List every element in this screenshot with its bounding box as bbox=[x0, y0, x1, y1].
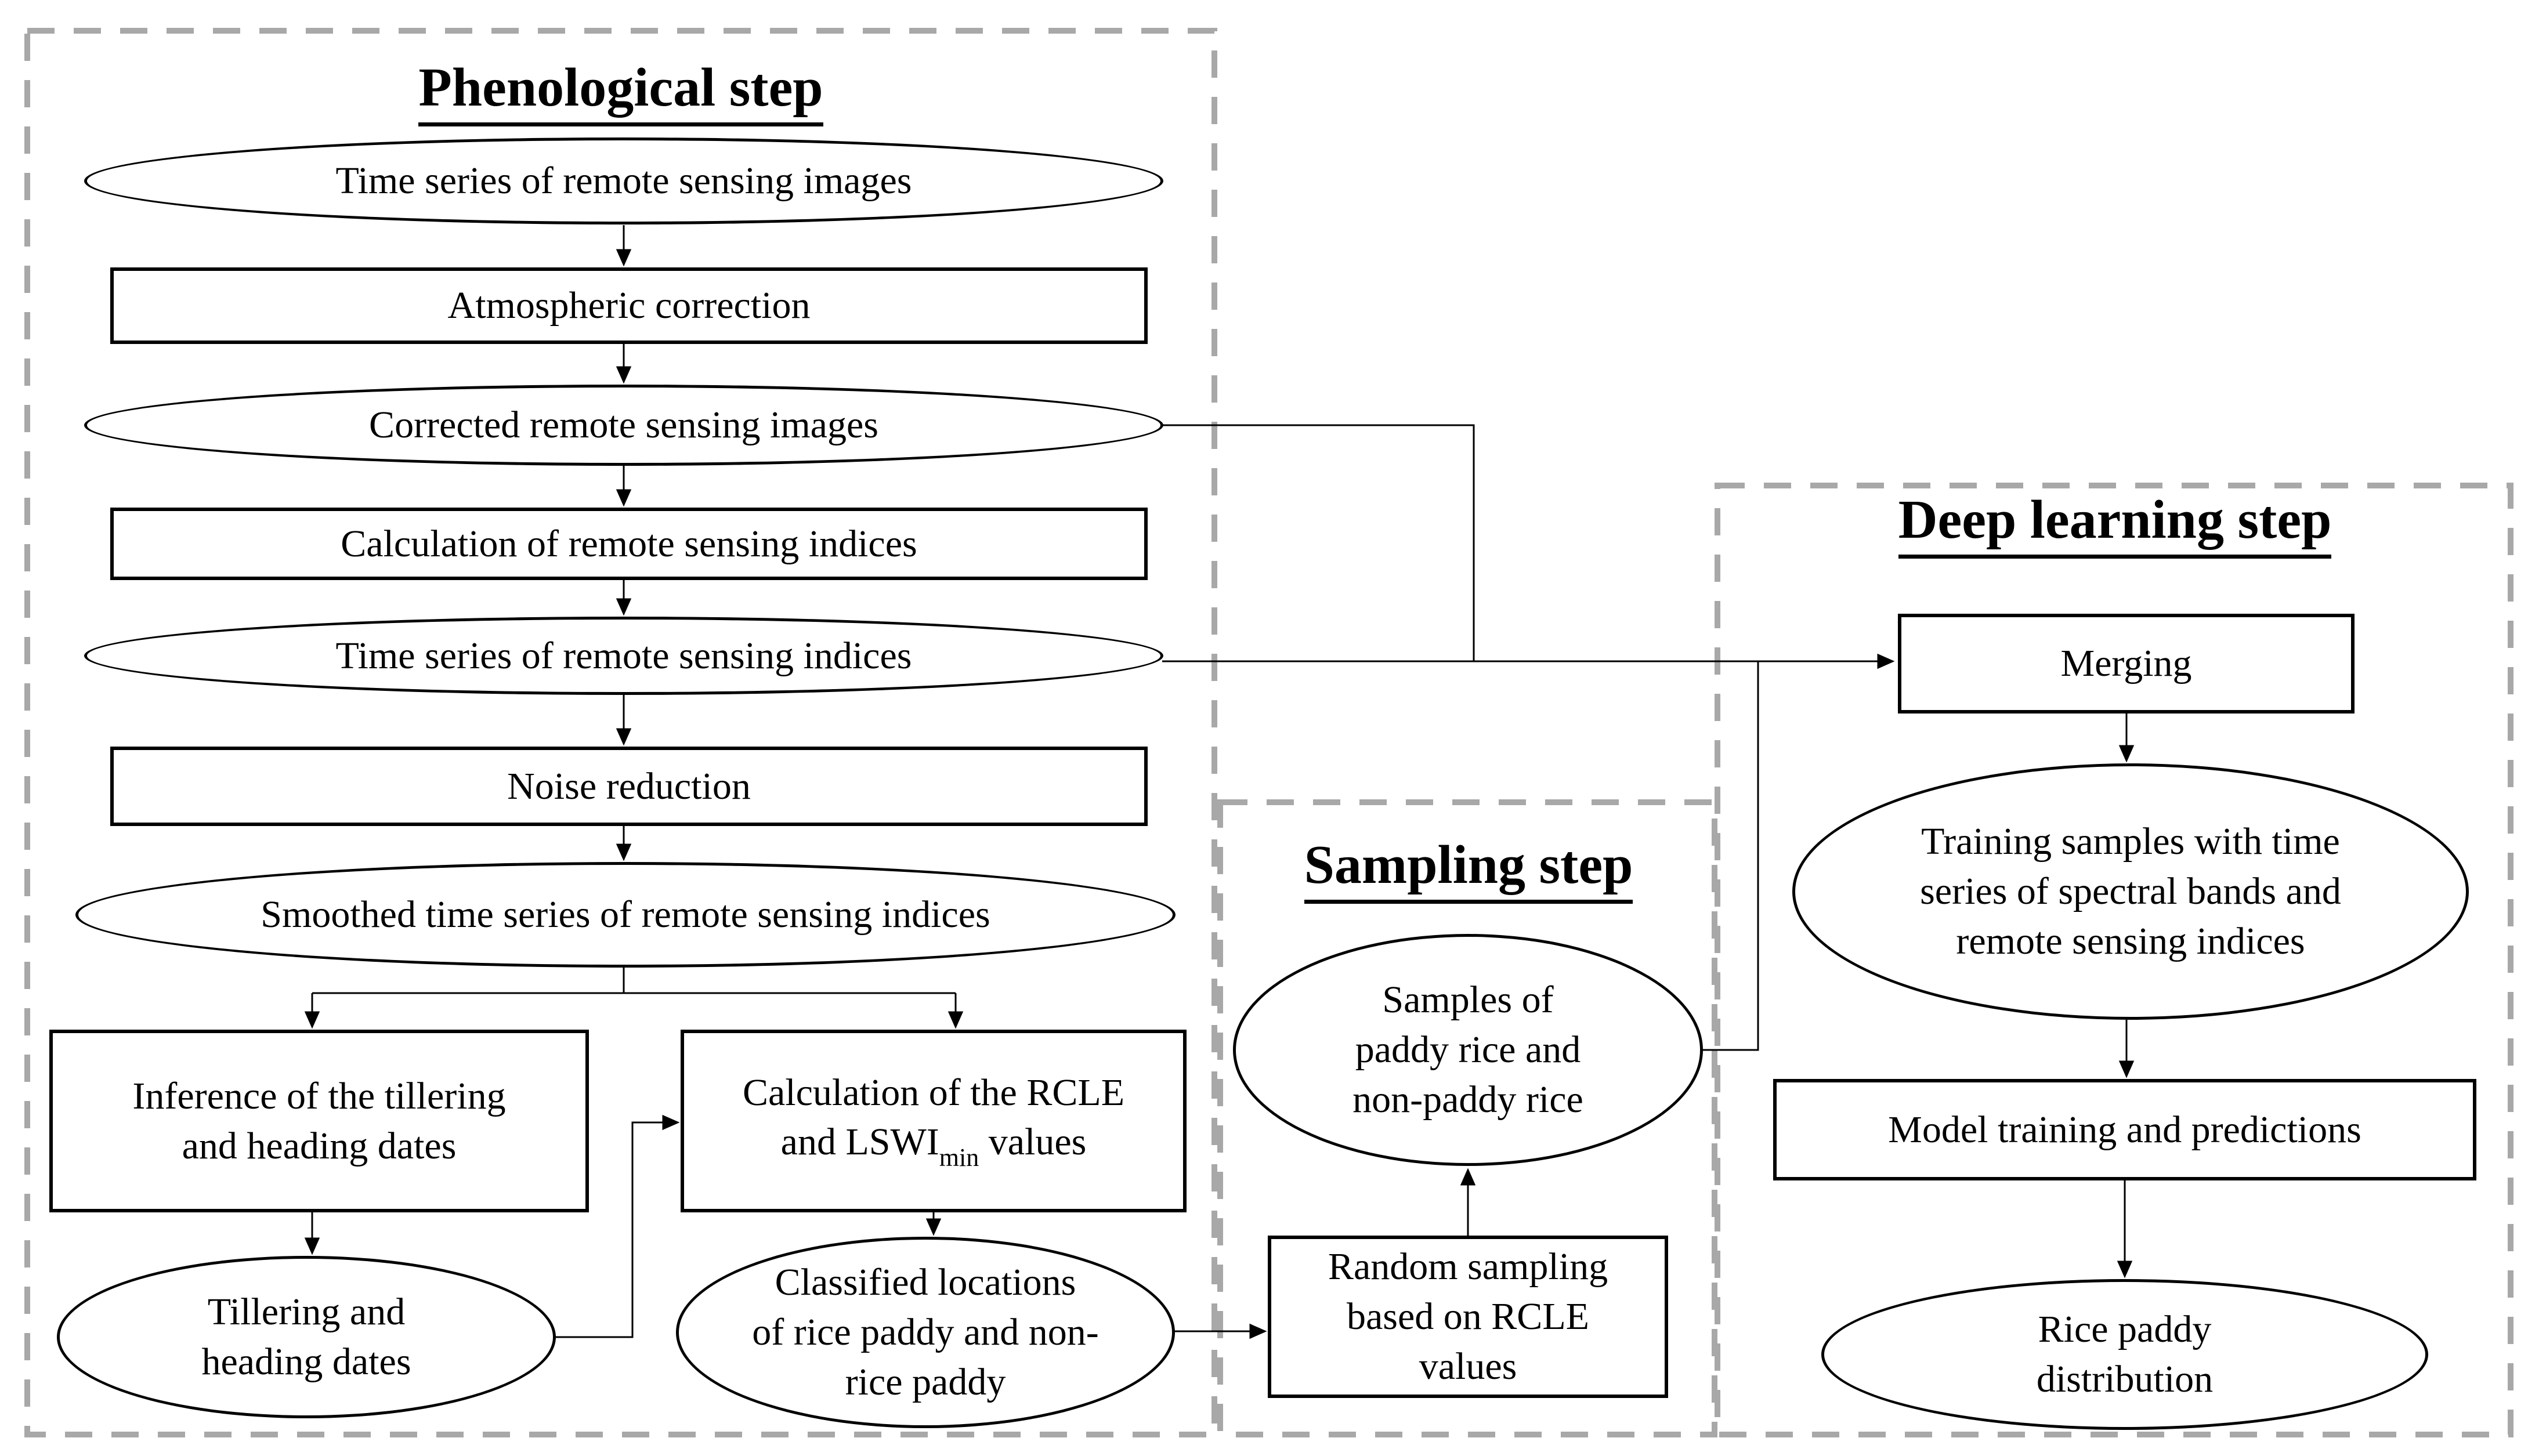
section-title-phenological: Phenological step bbox=[24, 57, 1217, 127]
split-line bbox=[312, 968, 956, 994]
node-model-training: Model training and predictions bbox=[1773, 1079, 2476, 1180]
node-classified-locations: Classified locations of rice paddy and n… bbox=[676, 1237, 1175, 1428]
node-smoothed-series: Smoothed time series of remote sensing i… bbox=[75, 862, 1176, 968]
deep-learning-frame bbox=[1715, 483, 2513, 1437]
rcle-line1: Calculation of the RCLE bbox=[742, 1071, 1125, 1114]
elbow-corrected-to-mergeline bbox=[1162, 424, 1475, 661]
node-noise-reduction: Noise reduction bbox=[110, 747, 1148, 826]
phenological-frame bbox=[24, 28, 1217, 1437]
node-corrected-images: Corrected remote sensing images bbox=[84, 385, 1163, 466]
node-atmospheric-correction: Atmospheric correction bbox=[110, 267, 1148, 344]
section-title-deep-learning: Deep learning step bbox=[1716, 490, 2513, 559]
node-time-series-images: Time series of remote sensing images bbox=[84, 137, 1163, 224]
section-frames bbox=[24, 28, 2513, 1437]
node-inference-dates: Inference of the tillering and heading d… bbox=[49, 1030, 589, 1212]
node-random-sampling: Random sampling based on RCLE values bbox=[1268, 1236, 1668, 1398]
rcle-line2: and LSWImin values bbox=[780, 1121, 1087, 1172]
node-samples: Samples of paddy rice and non-paddy rice bbox=[1233, 934, 1703, 1166]
node-tillering-dates: Tillering and heading dates bbox=[57, 1256, 556, 1418]
node-training-samples: Training samples with time series of spe… bbox=[1792, 763, 2469, 1020]
node-merging: Merging bbox=[1898, 614, 2355, 713]
elbow-samples-to-mergeline bbox=[1702, 661, 1759, 1051]
lswi-min-subscript: min bbox=[939, 1143, 979, 1172]
section-title-sampling: Sampling step bbox=[1221, 835, 1716, 904]
node-calc-rcle-lswi: Calculation of the RCLE and LSWImin valu… bbox=[681, 1030, 1187, 1212]
connector-lines bbox=[304, 225, 2135, 1339]
node-rice-distribution: Rice paddy distribution bbox=[1821, 1279, 2428, 1430]
node-calculation-indices: Calculation of remote sensing indices bbox=[110, 508, 1148, 580]
elbow-tillering-to-rcle bbox=[555, 1114, 680, 1338]
node-time-series-indices: Time series of remote sensing indices bbox=[84, 617, 1163, 695]
